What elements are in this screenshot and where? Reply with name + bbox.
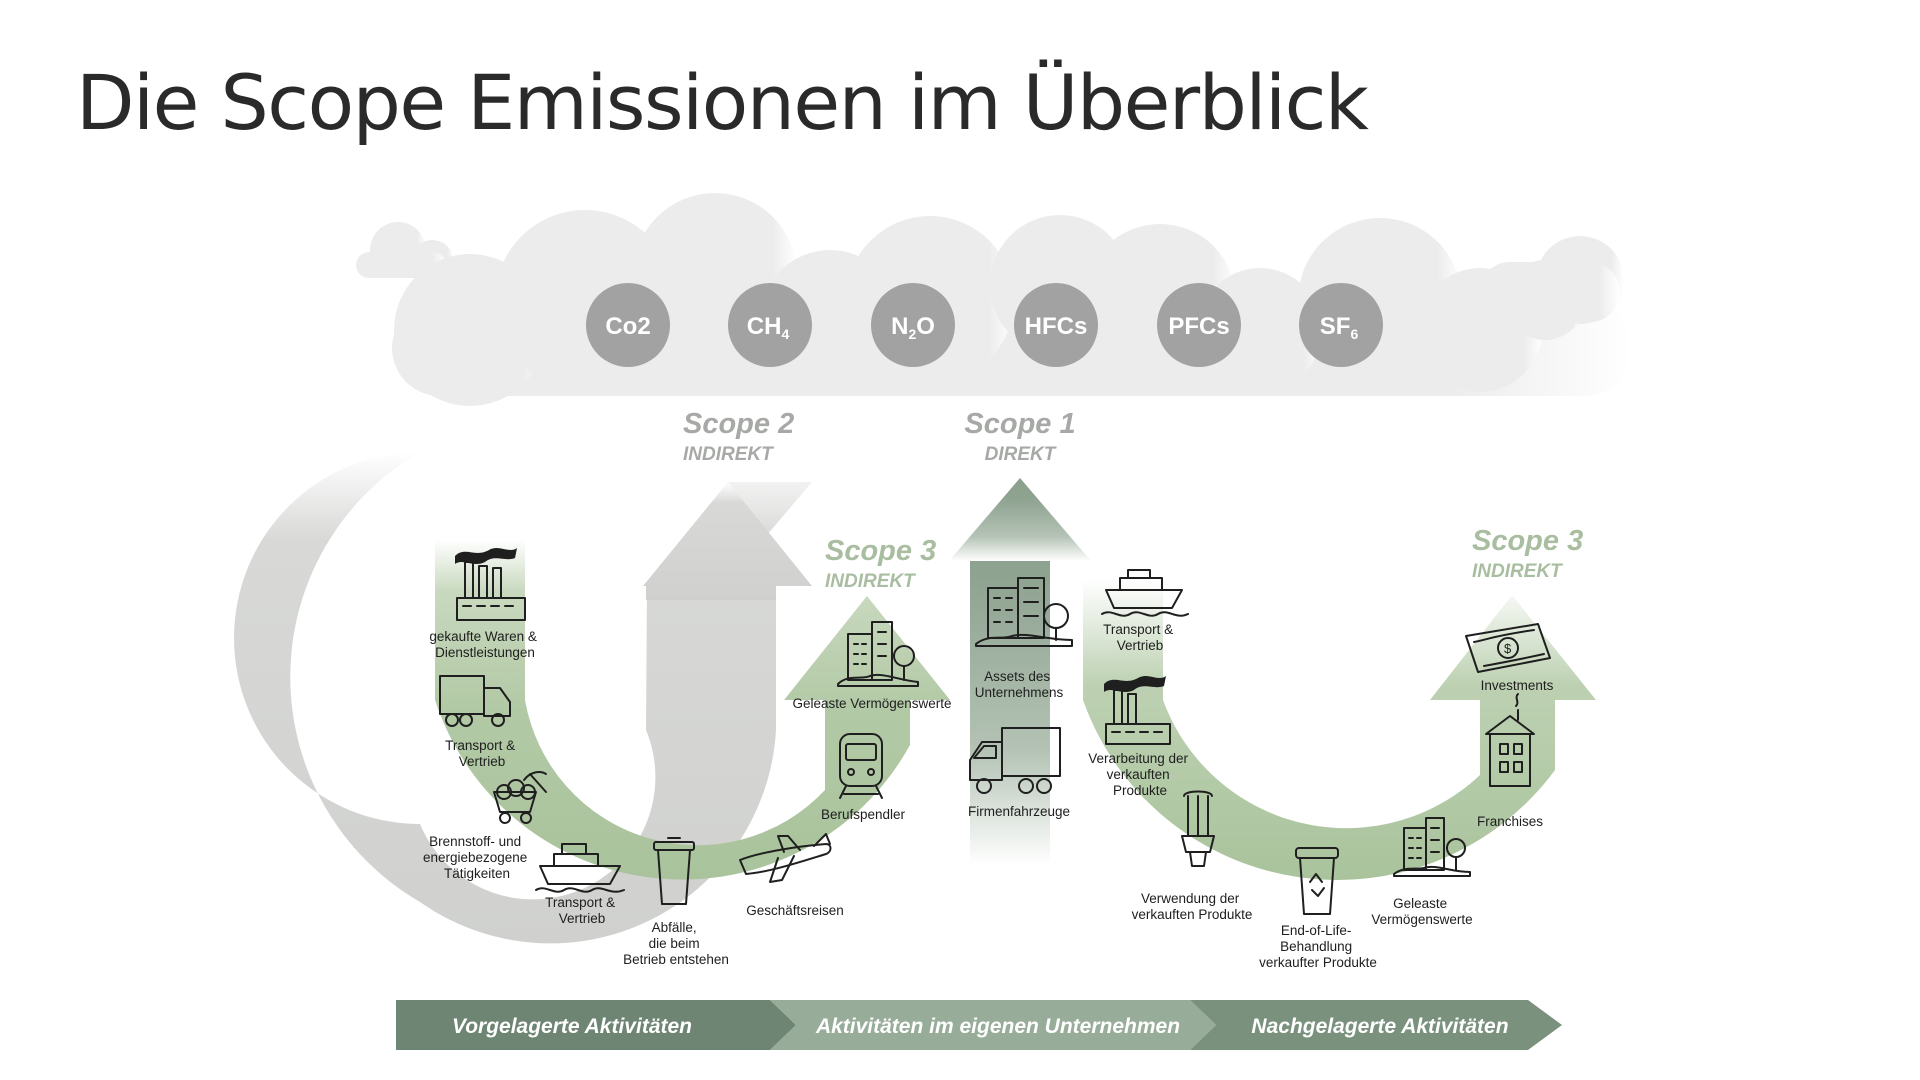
svg-text:INDIREKT: INDIREKT: [1472, 561, 1563, 582]
svg-text:Scope 3: Scope 3: [825, 535, 936, 567]
ship-icon: [535, 843, 625, 893]
band-own-company-label: Aktivitäten im eigenen Unternehmen: [815, 1015, 1180, 1038]
transport2-label: Transport & Vertrieb: [545, 895, 619, 926]
svg-text:$: $: [1504, 641, 1512, 656]
gas-ch4: CH4: [728, 283, 812, 367]
end-of-life-label: End-of-Life- Behandlung verkaufter Produ…: [1259, 923, 1377, 970]
business-travel-label: Geschäftsreisen: [746, 903, 844, 918]
svg-text:INDIREKT: INDIREKT: [683, 444, 774, 465]
svg-text:SF6: SF6: [1320, 313, 1359, 342]
airplane-icon: [739, 833, 832, 883]
gas-hfcs: HFCs: [1014, 283, 1098, 367]
band-own-company: [770, 1000, 1216, 1050]
company-buildings-icon: [975, 577, 1073, 647]
truck-icon: [439, 675, 511, 727]
fuel-energy-label: Brennstoff- und energiebezogene Tätigkei…: [423, 834, 531, 881]
company-truck-icon: [969, 727, 1061, 794]
commuting-label: Berufspendler: [821, 807, 906, 822]
coal-cart-icon: [493, 771, 547, 824]
franchises-label: Franchises: [1477, 814, 1543, 829]
svg-text:Co2: Co2: [605, 313, 650, 340]
scope1-arrow: [952, 480, 1090, 865]
transport1-label: Transport & Vertrieb: [445, 738, 519, 769]
svg-text:PFCs: PFCs: [1168, 313, 1229, 340]
page-title: Die Scope Emissionen im Überblick: [76, 58, 1369, 147]
scope3-left-arrow: [435, 540, 950, 880]
recycle-bin-icon: [1295, 847, 1339, 915]
buildings-icon: [837, 621, 919, 687]
svg-text:Scope 2: Scope 2: [683, 408, 794, 440]
gas-sf6: SF6: [1299, 283, 1383, 367]
downstream-buildings-icon: [1393, 817, 1471, 877]
scope1-arrow-head: [949, 478, 1091, 561]
investments-label: Investments: [1481, 678, 1554, 693]
svg-text:CH4: CH4: [747, 313, 790, 342]
use-of-products-label: Verwendung der verkauften Produkte: [1132, 891, 1253, 922]
gas-circles: Co2 CH4 N2O HFCs PFCs SF6: [586, 283, 1383, 367]
svg-text:INDIREKT: INDIREKT: [825, 571, 916, 592]
scope3-left-label: Scope 3 INDIREKT: [825, 535, 936, 592]
factory-icon: [455, 548, 526, 621]
train-icon: [839, 733, 883, 799]
processing-label: Verarbeitung der verkauften Produkte: [1088, 751, 1192, 798]
band-upstream: [396, 1000, 796, 1050]
gas-pfcs: PFCs: [1157, 283, 1241, 367]
scope3-right-label: Scope 3 INDIREKT: [1472, 525, 1583, 582]
upstream-leased-assets-label: Geleaste Vermögenswerte: [792, 696, 951, 711]
downstream-ship-icon: [1101, 569, 1189, 617]
band-downstream: [1190, 1000, 1562, 1050]
downstream-transport-label: Transport & Vertrieb: [1103, 622, 1177, 653]
trash-bin-icon: [653, 837, 695, 905]
downstream-factory-icon: [1104, 676, 1171, 745]
svg-text:Scope 3: Scope 3: [1472, 525, 1583, 557]
house-icon: [1485, 693, 1535, 787]
purchased-goods-label: gekaufte Waren & Dienstleistungen: [429, 629, 540, 660]
downstream-leased-assets-label: Geleaste Vermögenswerte: [1371, 896, 1472, 927]
company-assets-label: Assets des Unternehmens: [975, 669, 1064, 700]
gas-n2o: N2O: [871, 283, 955, 367]
scope1-label: Scope 1 DIREKT: [964, 408, 1075, 465]
svg-text:Scope 1: Scope 1: [964, 408, 1075, 440]
company-vehicles-label: Firmenfahrzeuge: [968, 804, 1070, 819]
scope2-label: Scope 2 INDIREKT: [683, 408, 794, 465]
gas-co2: Co2: [586, 283, 670, 367]
activity-band: Vorgelagerte Aktivitäten Aktivitäten im …: [396, 1000, 1562, 1050]
band-downstream-label: Nachgelagerte Aktivitäten: [1251, 1015, 1508, 1038]
scope3-right-arrow: [1083, 580, 1596, 880]
svg-text:DIREKT: DIREKT: [985, 444, 1057, 465]
band-upstream-label: Vorgelagerte Aktivitäten: [452, 1015, 692, 1038]
scope2-arrow-head: [643, 482, 812, 600]
light-bulb-icon: [1181, 790, 1215, 867]
cloud-background: [356, 193, 1632, 406]
svg-text:N2O: N2O: [891, 313, 935, 342]
scope2-arrow: [234, 452, 812, 944]
svg-text:HFCs: HFCs: [1025, 313, 1088, 340]
money-bill-icon: $: [1465, 623, 1551, 673]
waste-label: Abfälle, die beim Betrieb entstehen: [623, 920, 729, 967]
